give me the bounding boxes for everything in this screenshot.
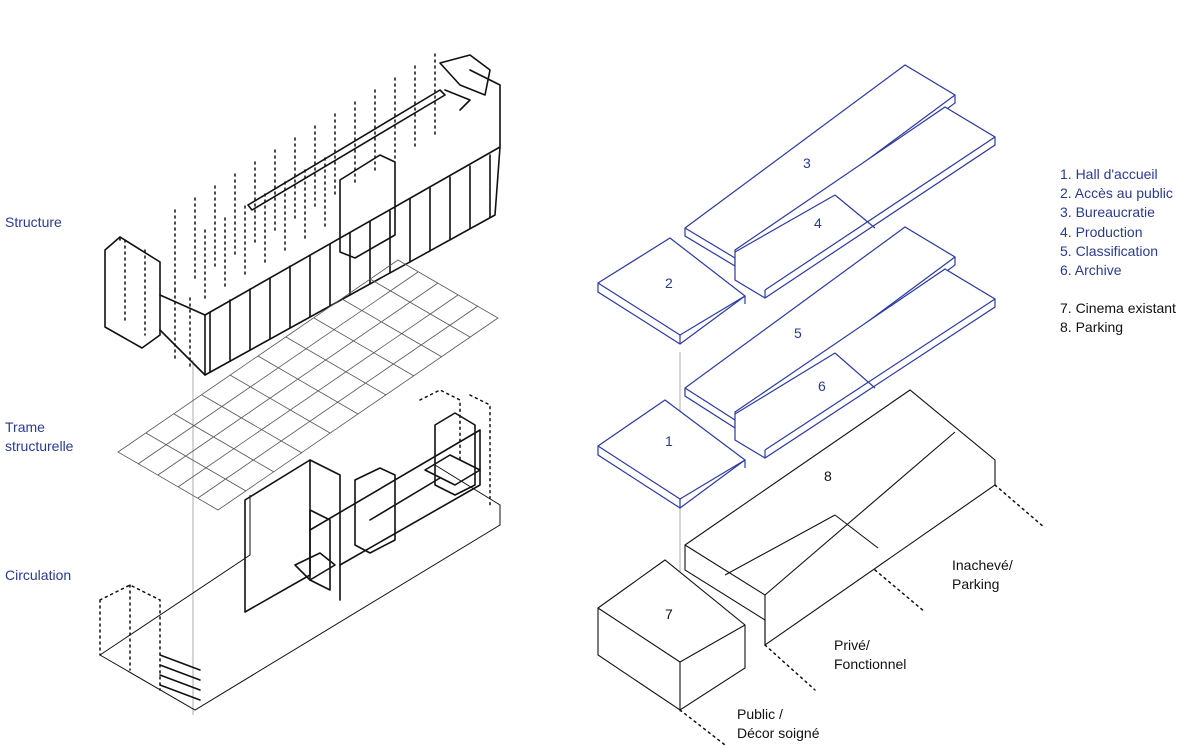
volume-1 [597,399,747,509]
legend-item-4: 4. Production [1060,223,1143,240]
zone-prive-line2: Fonctionnel [834,656,907,672]
structural-grid [117,259,499,511]
label-trame-line2: structurelle [5,438,74,454]
volume-1-number: 1 [665,433,673,449]
volume-2 [597,237,746,345]
legend-item-3: 3. Bureaucratie [1060,204,1155,221]
label-trame-line1: Trame [5,419,45,435]
label-structure: Structure [5,214,62,230]
volume-4-number: 4 [814,215,822,231]
volume-6-number: 6 [818,378,826,394]
volume-6 [734,268,996,459]
label-circulation: Circulation [5,567,72,583]
volume-2-number: 2 [665,275,673,291]
volume-7-number: 7 [665,606,673,622]
zone-leaders [679,484,1046,746]
zone-inacheve-line1: Inachevé/ [952,557,1013,573]
volume-5-number: 5 [794,325,802,341]
legend-item-2: 2. Accès au public [1060,185,1173,202]
zone-public-line2: Décor soigné [737,725,820,741]
zone-inacheve-line2: Parking [952,576,1000,592]
legend-item-8: 8. Parking [1060,319,1124,336]
zone-prive-line1: Privé/ [834,637,870,653]
volume-4 [734,106,996,299]
zone-public-line1: Public / [737,706,783,722]
legend-spacer [1060,280,1176,299]
structure-sketch [104,53,501,376]
legend-item-6: 6. Archive [1060,262,1122,279]
volume-8 [684,389,996,647]
legend: 1. Hall d'accueil 2. Accès au public 3. … [1060,165,1176,338]
circulation-sketch [99,389,501,711]
volume-8-number: 8 [824,468,832,484]
volume-7 [597,559,746,711]
volume-3-number: 3 [803,155,811,171]
legend-item-7: 7. Cinema existant [1060,300,1176,317]
legend-item-5: 5. Classification [1060,242,1159,259]
legend-item-1: 1. Hall d'accueil [1060,166,1158,182]
